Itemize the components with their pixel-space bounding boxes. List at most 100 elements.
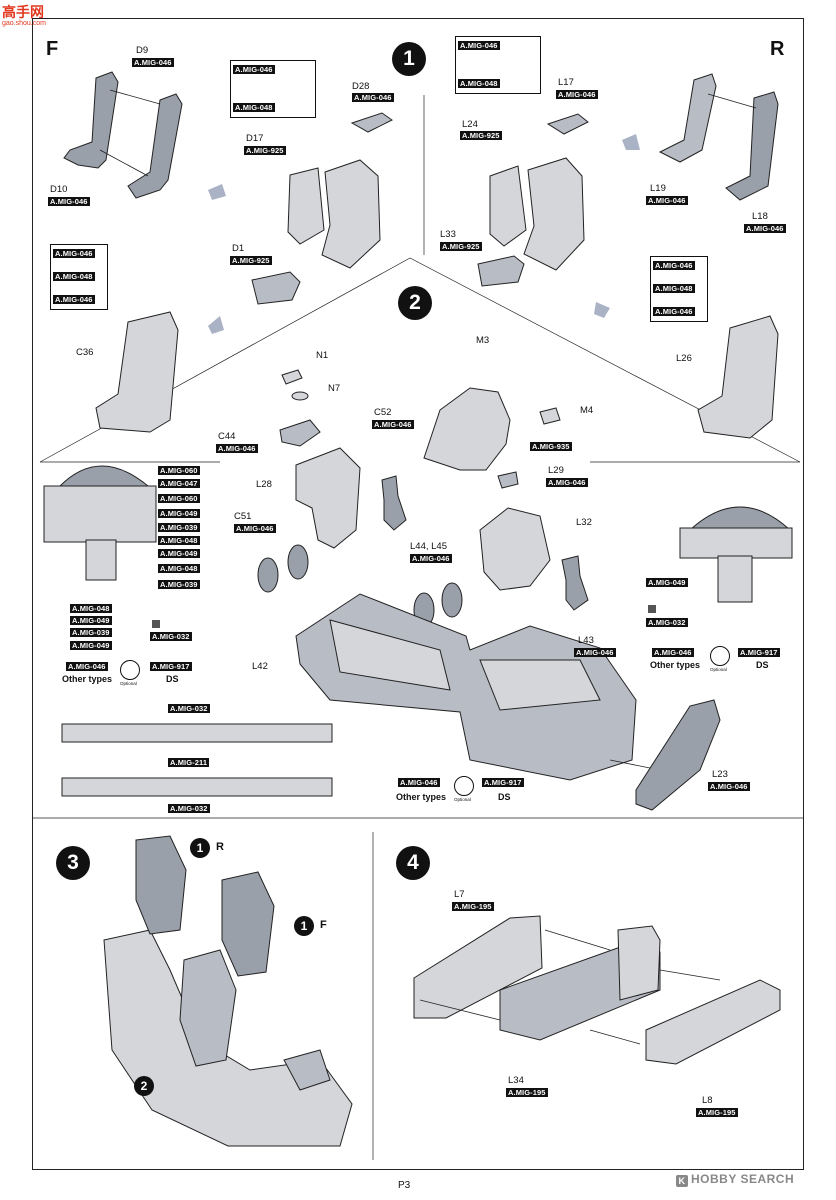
instruction-sheet <box>32 18 804 1170</box>
paint-d17: A.MIG-925 <box>244 146 286 155</box>
lpanel-ds-label: DS <box>166 674 179 684</box>
paint-d9: A.MIG-046 <box>132 58 174 67</box>
part-label-d28: D28 <box>352 81 370 92</box>
tub-optional-caption: Optional <box>454 797 471 802</box>
step3-ref-1f-letter: F <box>320 919 327 931</box>
strip-paint-032a: A.MIG-032 <box>168 704 210 713</box>
lpanel-paint-048b: A.MIG-048 <box>158 564 200 573</box>
rpanel-paint-other: A.MIG-046 <box>652 648 694 657</box>
callout-l17-paints: A.MIG-046 A.MIG-048 <box>455 36 541 94</box>
part-label-l28: L28 <box>256 479 272 490</box>
step-3-number: 3 <box>56 846 90 880</box>
rpanel-paint-049: A.MIG-049 <box>646 578 688 587</box>
lpanel-paint-060a: A.MIG-060 <box>158 466 200 475</box>
watermark-url: gao.shou.com <box>2 20 46 27</box>
part-label-n1: N1 <box>316 350 329 361</box>
paint-l33: A.MIG-925 <box>440 242 482 251</box>
lpanel-paint-other: A.MIG-046 <box>66 662 108 671</box>
paint-tub-other: A.MIG-046 <box>398 778 440 787</box>
callout-l26-paint-a: A.MIG-046 <box>653 261 695 270</box>
paint-m3: A.MIG-935 <box>530 442 572 451</box>
part-label-l32: L32 <box>576 517 592 528</box>
part-label-c44: C44 <box>218 431 236 442</box>
step-1-number: 1 <box>392 42 426 76</box>
rpanel-paint-032: A.MIG-032 <box>646 618 688 627</box>
paint-l23: A.MIG-046 <box>708 782 750 791</box>
part-label-l43: L43 <box>578 635 594 646</box>
rpanel-optional-caption: Optional <box>710 667 727 672</box>
callout-l17-paint-a: A.MIG-046 <box>458 41 500 50</box>
lpanel-paint-039b: A.MIG-039 <box>158 580 200 589</box>
paint-c52: A.MIG-046 <box>372 420 414 429</box>
part-label-l18: L18 <box>752 211 768 222</box>
paint-c51: A.MIG-046 <box>234 524 276 533</box>
watermark-logo: 高手网 <box>2 4 44 20</box>
lpanel-optional-caption: Optional <box>120 681 137 686</box>
lpanel-paint-032: A.MIG-032 <box>150 632 192 641</box>
step-2-number: 2 <box>398 286 432 320</box>
rpanel-paint-ds: A.MIG-917 <box>738 648 780 657</box>
paint-l43: A.MIG-046 <box>574 648 616 657</box>
callout-l26-paints: A.MIG-046 A.MIG-048 A.MIG-046 <box>650 256 708 322</box>
step3-ref-1r-number: 1 <box>190 838 210 858</box>
callout-l26-paint-c: A.MIG-046 <box>653 307 695 316</box>
callout-c36-paint-c: A.MIG-046 <box>53 295 95 304</box>
callout-l17-paint-b: A.MIG-048 <box>458 79 500 88</box>
lpanel-paint-039c: A.MIG-039 <box>70 628 112 637</box>
lpanel-paint-ds: A.MIG-917 <box>150 662 192 671</box>
strip-paint-211: A.MIG-211 <box>168 758 210 767</box>
lpanel-paint-049d: A.MIG-049 <box>70 641 112 650</box>
part-label-l26: L26 <box>676 353 692 364</box>
step3-ref-1r-letter: R <box>216 841 224 853</box>
part-label-m3: M3 <box>476 335 490 346</box>
part-label-l42: L42 <box>252 661 268 672</box>
lpanel-paint-049c: A.MIG-049 <box>70 616 112 625</box>
rpanel-optional-icon <box>710 646 730 666</box>
brand-mark-icon: K <box>676 1175 688 1187</box>
paint-l24: A.MIG-925 <box>460 131 502 140</box>
part-label-l33: L33 <box>440 229 456 240</box>
page-number: P3 <box>398 1180 411 1191</box>
front-label: F <box>46 38 59 60</box>
lpanel-paint-049a: A.MIG-049 <box>158 509 200 518</box>
step3-ref-2-number: 2 <box>134 1076 154 1096</box>
part-label-l8: L8 <box>702 1095 713 1106</box>
callout-c36-paints: A.MIG-046 A.MIG-048 A.MIG-046 <box>50 244 108 310</box>
part-label-l19: L19 <box>650 183 666 194</box>
paint-c44: A.MIG-046 <box>216 444 258 453</box>
lpanel-paint-060b: A.MIG-060 <box>158 494 200 503</box>
lpanel-swatch <box>152 620 160 628</box>
part-label-l29: L29 <box>548 465 564 476</box>
paint-l18: A.MIG-046 <box>744 224 786 233</box>
part-label-n7: N7 <box>328 383 341 394</box>
paint-d10: A.MIG-046 <box>48 197 90 206</box>
part-label-l44-l45: L44, L45 <box>410 541 447 552</box>
part-label-d10: D10 <box>50 184 68 195</box>
strip-paint-032b: A.MIG-032 <box>168 804 210 813</box>
part-label-l24: L24 <box>462 119 478 130</box>
tub-other-types: Other types <box>396 792 447 802</box>
paint-l19: A.MIG-046 <box>646 196 688 205</box>
rpanel-ds-label: DS <box>756 660 769 670</box>
paint-l34: A.MIG-195 <box>506 1088 548 1097</box>
part-label-c52: C52 <box>374 407 392 418</box>
part-label-d17: D17 <box>246 133 264 144</box>
lpanel-paint-048a: A.MIG-048 <box>158 536 200 545</box>
callout-d28-paint-b: A.MIG-048 <box>233 103 275 112</box>
part-label-m4: M4 <box>580 405 594 416</box>
paint-d1: A.MIG-925 <box>230 256 272 265</box>
part-label-l34: L34 <box>508 1075 524 1086</box>
lpanel-paint-048c: A.MIG-048 <box>70 604 112 613</box>
lpanel-paint-039a: A.MIG-039 <box>158 523 200 532</box>
paint-l44-l45: A.MIG-046 <box>410 554 452 563</box>
part-label-l23: L23 <box>712 769 728 780</box>
part-label-l7: L7 <box>454 889 465 900</box>
paint-l29: A.MIG-046 <box>546 478 588 487</box>
paint-l8: A.MIG-195 <box>696 1108 738 1117</box>
callout-c36-paint-b: A.MIG-048 <box>53 272 95 281</box>
callout-d28-paints: A.MIG-046 A.MIG-048 <box>230 60 316 118</box>
paint-d28: A.MIG-046 <box>352 93 394 102</box>
lpanel-other-types: Other types <box>62 674 113 684</box>
callout-d28-paint-a: A.MIG-046 <box>233 65 275 74</box>
